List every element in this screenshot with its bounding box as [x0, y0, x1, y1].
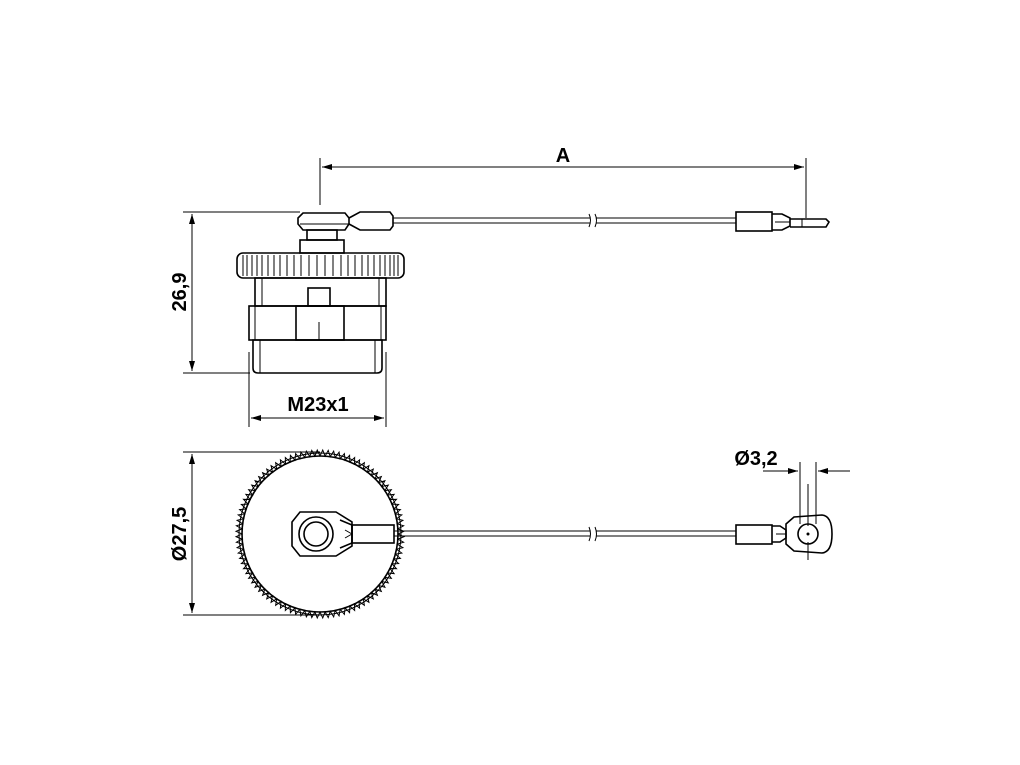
knurled-cap-outline	[234, 448, 406, 620]
dimension-a-label: A	[556, 145, 570, 167]
dimension-a: A	[319, 145, 807, 218]
tab-with-hole	[291, 511, 395, 557]
dimension-eyelet-hole-label: Ø3,2	[734, 448, 777, 470]
knurl-lines	[242, 255, 399, 276]
dimension-height: 26,9	[169, 211, 300, 374]
side-view: A 26,9 M23x1	[169, 145, 831, 427]
knurl-teeth	[234, 448, 406, 620]
dimension-thread-label: M23x1	[287, 394, 348, 416]
strap-top	[394, 524, 787, 545]
dimension-cap-diameter: Ø27,5	[169, 451, 320, 616]
knurl-ticks	[234, 448, 406, 620]
cap-body	[236, 211, 831, 374]
dimension-height-label: 26,9	[169, 273, 191, 312]
eyelet	[785, 484, 833, 560]
dimension-eyelet-hole: Ø3,2	[734, 448, 850, 524]
top-view: Ø27,5	[169, 448, 850, 620]
dimension-cap-diameter-label: Ø27,5	[169, 507, 191, 561]
dimension-thread: M23x1	[248, 352, 387, 427]
